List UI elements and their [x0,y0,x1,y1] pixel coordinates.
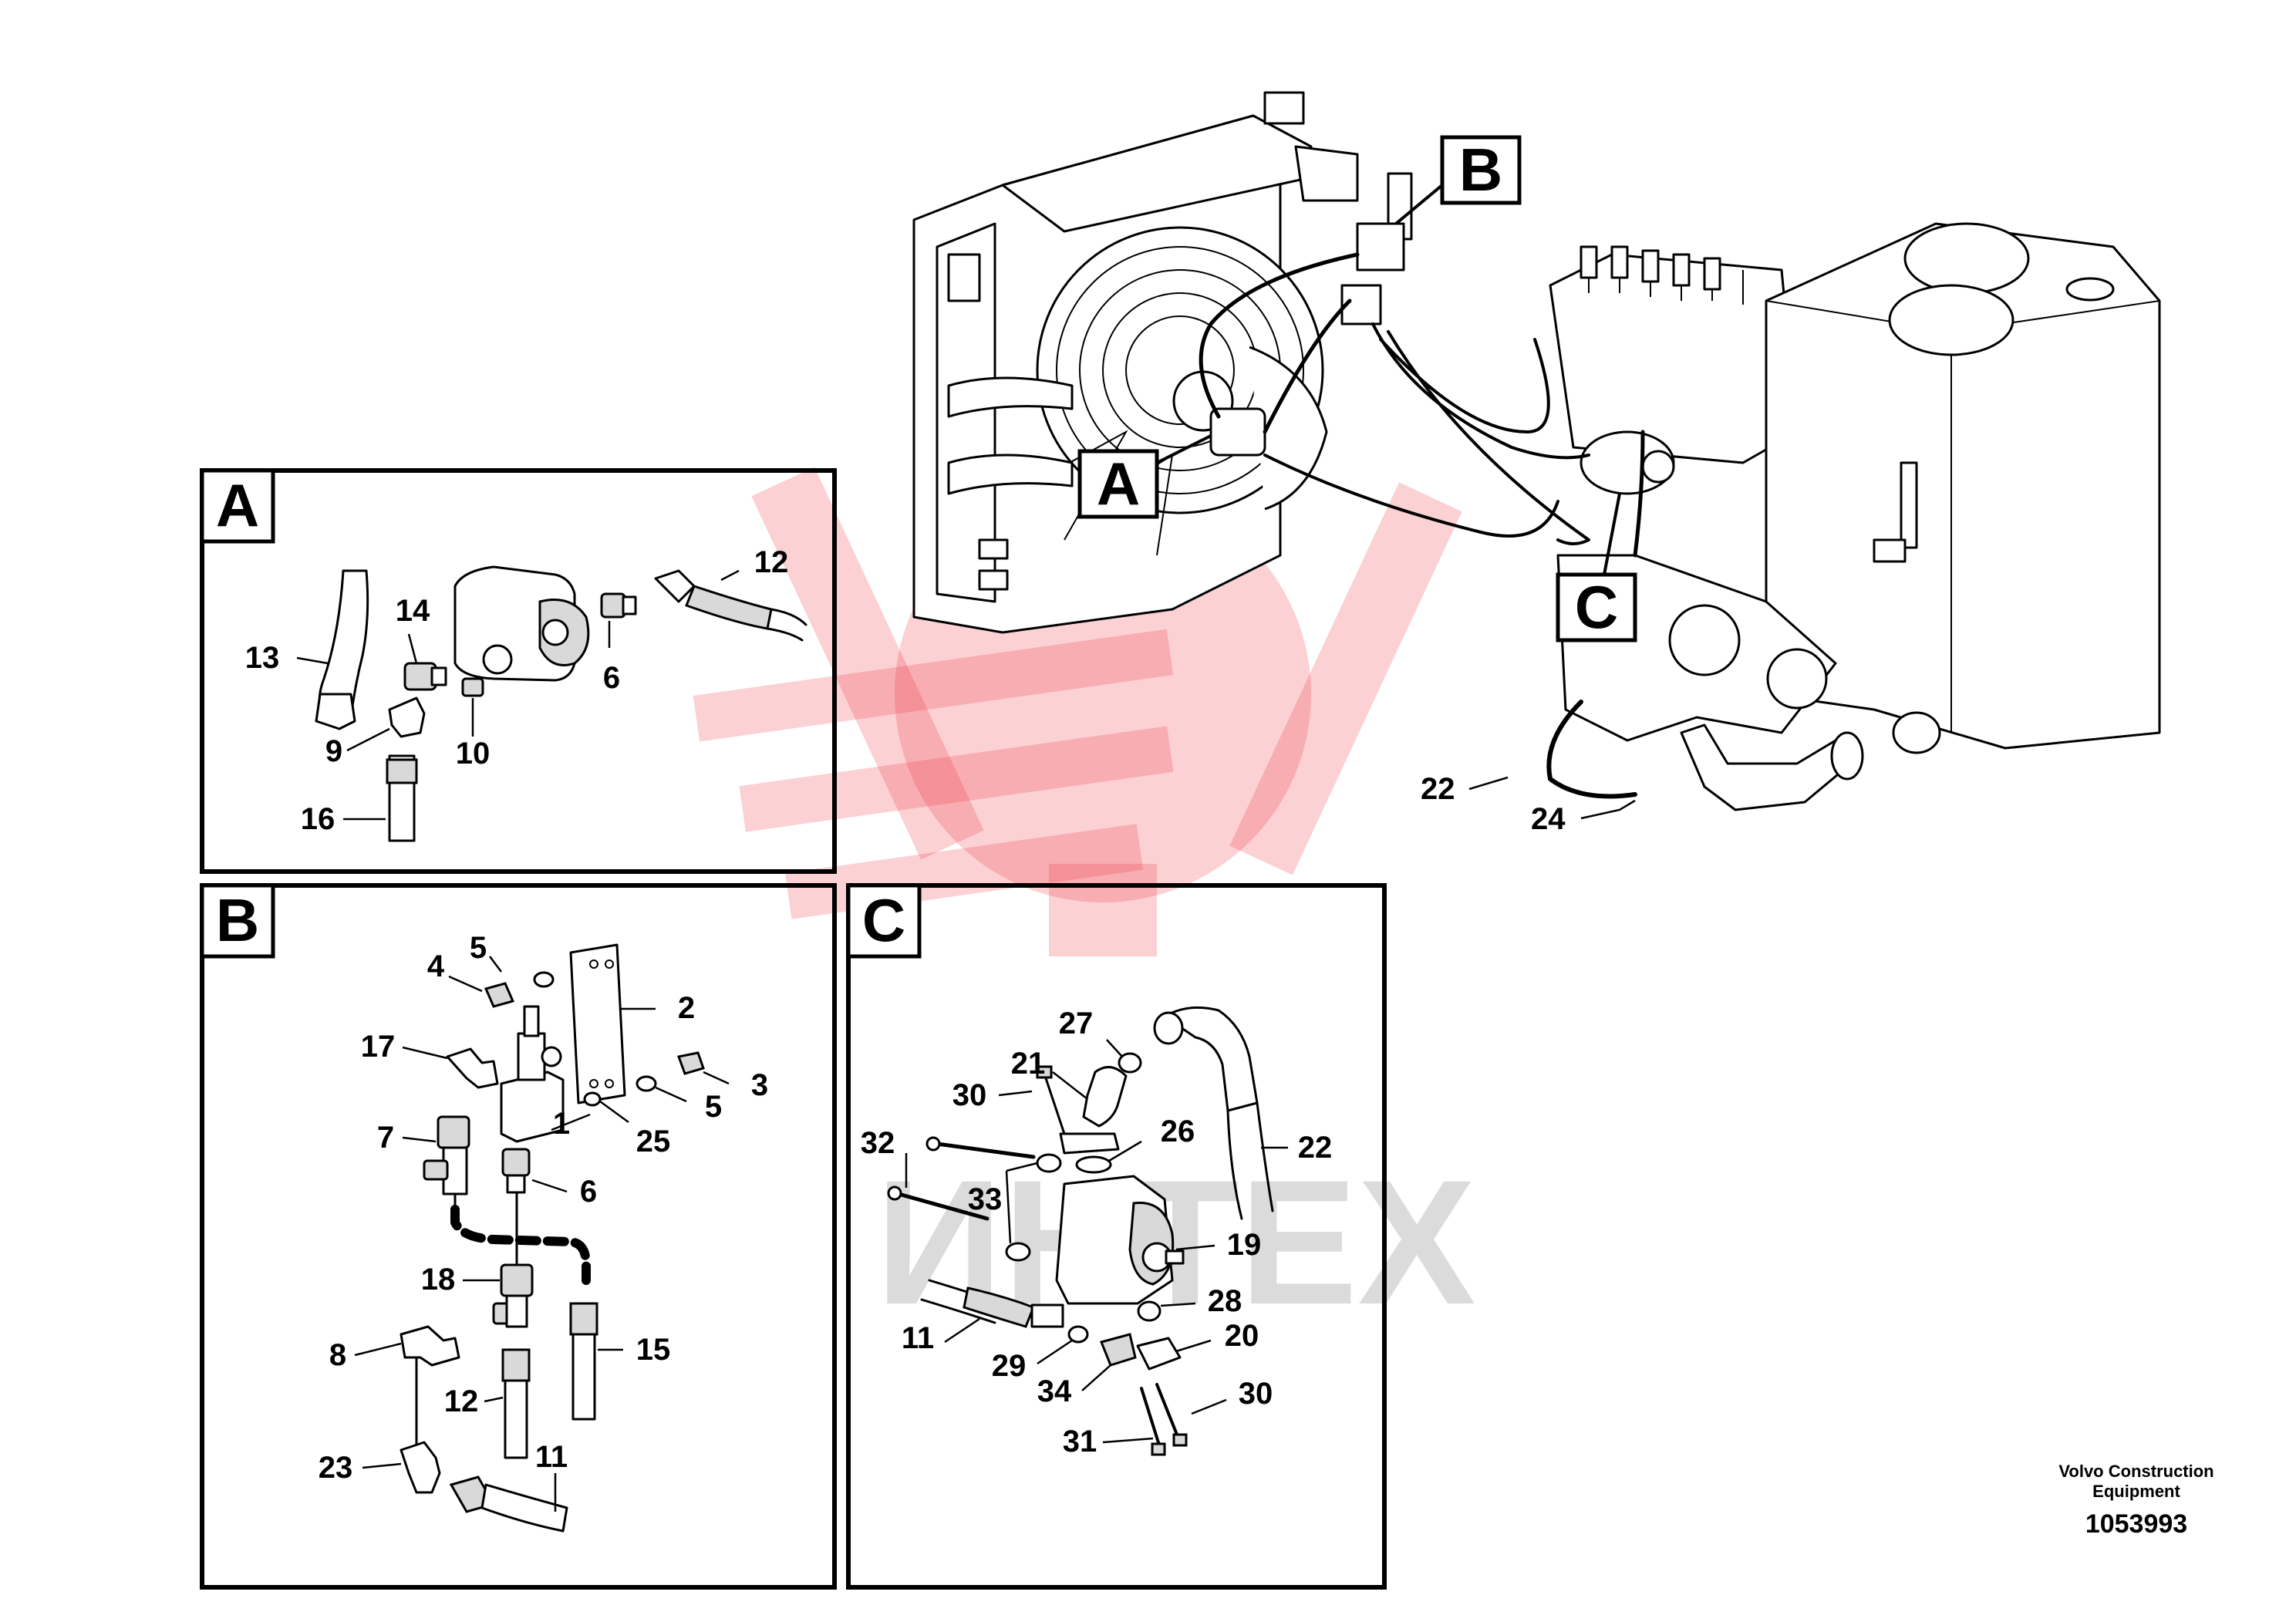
svg-text:B: B [1459,136,1502,204]
callout-a-9: 9 [325,734,342,768]
callout-b-2: 2 [678,991,695,1025]
callout-a-14: 14 [396,594,430,628]
detail-tag-c: C [1556,493,1637,642]
callout-b-11: 11 [535,1440,568,1474]
callout-c-22: 22 [1298,1131,1333,1165]
callout-b-23: 23 [319,1451,353,1485]
svg-text:A: A [1097,450,1140,518]
main-callouts: 22 24 [1421,772,1636,836]
callout-a-6: 6 [603,661,620,695]
detail-tag-b: B [1394,135,1522,225]
callout-a-10: 10 [456,737,491,771]
panel-a-tag: A [216,471,259,539]
callout-c-21: 21 [1011,1047,1046,1081]
panel-b: B [200,883,837,1590]
callout-b-4: 4 [427,949,445,983]
callout-c-26: 26 [1161,1114,1195,1148]
callout-c-30-lower: 30 [1239,1377,1273,1411]
callout-c-32: 32 [861,1126,895,1160]
callout-c-29: 29 [992,1349,1027,1383]
brand-line-1: Volvo Construction [2058,1462,2213,1481]
callout-b-3: 3 [751,1068,768,1102]
panel-a: A 12 13 14 6 9 [200,468,837,874]
callout-b-17: 17 [361,1030,396,1064]
callout-b-15: 15 [636,1333,671,1367]
callout-b-25: 25 [636,1125,671,1158]
brand-line-2: Equipment [2092,1482,2180,1501]
callout-c-30-top: 30 [952,1078,987,1112]
callout-b-12: 12 [444,1384,479,1418]
callout-24: 24 [1531,802,1566,836]
callout-c-34: 34 [1037,1374,1072,1408]
detail-tag-a: A [1077,434,1212,519]
svg-text:C: C [1575,573,1618,641]
panel-c: C [846,883,1387,1590]
callout-c-11: 11 [902,1321,934,1355]
callout-c-31: 31 [1063,1425,1097,1458]
callout-22: 22 [1421,772,1455,806]
callout-c-27: 27 [1059,1007,1094,1040]
callout-c-19: 19 [1227,1228,1262,1262]
callout-a-13: 13 [245,641,280,675]
panel-b-tag: B [216,886,259,954]
callout-b-7: 7 [377,1121,394,1155]
callout-a-12: 12 [754,545,789,579]
main-assembly [912,91,2161,811]
panel-c-tag: C [862,886,905,954]
callout-b-1: 1 [553,1107,570,1141]
callout-b-5-lower: 5 [705,1090,722,1124]
footer: Volvo Construction Equipment 1053993 [2058,1462,2213,1539]
document-number: 1053993 [2085,1509,2187,1539]
callout-b-6: 6 [580,1175,597,1209]
callout-c-20: 20 [1225,1319,1259,1353]
callout-b-8: 8 [329,1338,346,1372]
callout-b-5-top: 5 [470,931,487,965]
callout-c-33: 33 [968,1182,1003,1216]
callout-a-16: 16 [301,802,335,836]
callout-b-18: 18 [421,1263,456,1297]
callout-c-28: 28 [1208,1284,1242,1318]
